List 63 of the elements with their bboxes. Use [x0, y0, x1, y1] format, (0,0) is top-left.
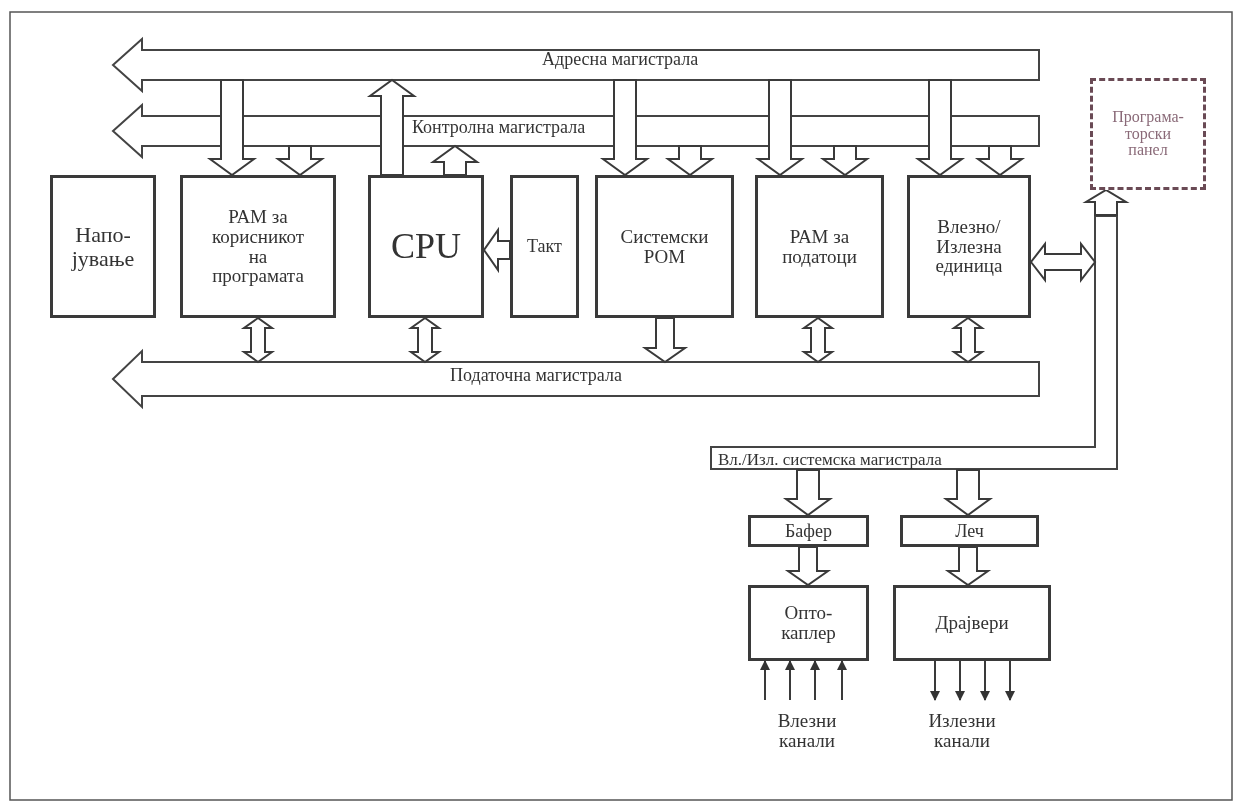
block-arrow: [1082, 188, 1130, 216]
block-arrow: [914, 79, 966, 177]
signal-arrow: [1005, 660, 1015, 701]
bus-band: [112, 38, 1040, 92]
signal-arrow: [955, 660, 965, 701]
bus-band: [710, 215, 1118, 470]
component-box: [900, 515, 1039, 547]
component-box: [748, 515, 869, 547]
component-box: [50, 175, 156, 318]
signal-arrow: [760, 660, 770, 701]
block-arrow: [1029, 241, 1097, 283]
block-arrow: [482, 226, 511, 274]
box-label: Програма- торски панел: [1111, 108, 1185, 160]
box-label: CPU: [390, 227, 462, 266]
bus-label: Податочна магистрала: [450, 366, 622, 384]
bus-band: [112, 350, 1040, 408]
block-arrow: [274, 145, 326, 177]
bus-label: Контролна магистрала: [412, 118, 586, 136]
signal-arrow: [930, 660, 940, 701]
box-label: Напо- јување: [70, 223, 136, 270]
block-arrow: [782, 469, 834, 517]
channel-label: Излезни канали: [927, 711, 997, 751]
box-label: РАМ за корисникот на програмата: [211, 206, 305, 287]
component-box: [368, 175, 484, 318]
box-label: Опто- каплер: [780, 603, 837, 643]
component-box: [893, 585, 1051, 661]
box-label: Влезно/ Излезна единица: [934, 216, 1004, 277]
block-arrow: [974, 145, 1026, 177]
block-arrow: [429, 144, 481, 176]
box-label: Такт: [526, 237, 563, 256]
signal-arrow: [980, 660, 990, 701]
block-arrow: [950, 316, 986, 364]
block-arrow: [407, 316, 443, 364]
component-box: [755, 175, 884, 318]
box-label: Драјвери: [934, 613, 1010, 633]
block-arrow: [944, 546, 992, 587]
component-box: [595, 175, 734, 318]
block-arrow: [240, 316, 276, 364]
block-arrow: [942, 469, 994, 517]
component-box: [510, 175, 579, 318]
channel-label: Влезни канали: [776, 711, 838, 751]
block-arrow: [641, 317, 689, 364]
component-box: [748, 585, 869, 661]
box-label: Бафер: [784, 521, 833, 541]
component-box: [907, 175, 1031, 318]
component-box: [180, 175, 336, 318]
block-arrow: [599, 79, 651, 177]
block-arrow: [664, 145, 716, 177]
box-label: Системски РОМ: [619, 226, 710, 267]
block-arrow: [206, 79, 258, 177]
block-arrow: [784, 546, 832, 587]
signal-arrow: [810, 660, 820, 701]
block-arrow: [366, 78, 418, 176]
bus-label: Адресна магистрала: [542, 50, 699, 68]
signal-arrow: [837, 660, 847, 701]
dashed-panel-box: [1090, 78, 1206, 190]
box-label: РАМ за податоци: [781, 226, 858, 267]
signal-arrow: [785, 660, 795, 701]
block-arrow: [800, 316, 836, 364]
box-label: Леч: [954, 521, 985, 541]
block-arrow: [754, 79, 806, 177]
block-arrow: [819, 145, 871, 177]
bus-label: Вл./Изл. системска магистрала: [718, 451, 942, 468]
